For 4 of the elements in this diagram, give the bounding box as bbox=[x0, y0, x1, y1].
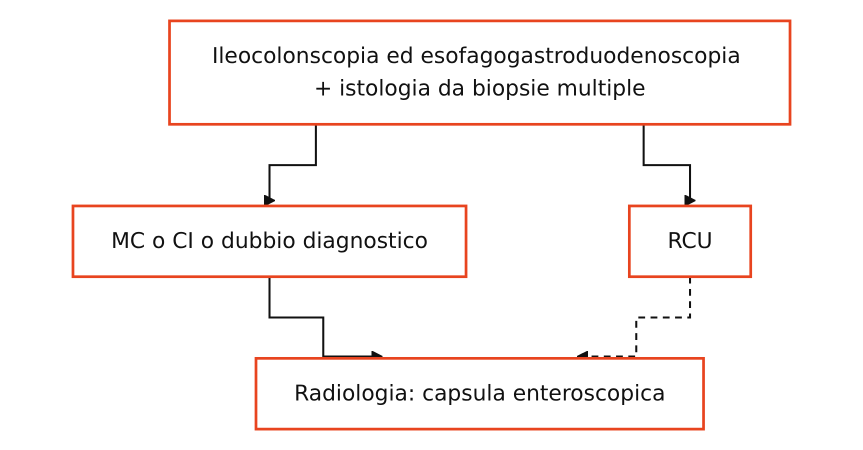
node-box: MC o CI o dubbio diagnostico bbox=[72, 204, 468, 278]
node-box: Radiologia: capsula enteroscopica bbox=[254, 357, 705, 430]
node-box: RCU bbox=[628, 204, 752, 278]
node-box: Ileocolonscopia ed esofagogastroduodenoscopia + istologia da biopsie multiple bbox=[168, 20, 792, 126]
